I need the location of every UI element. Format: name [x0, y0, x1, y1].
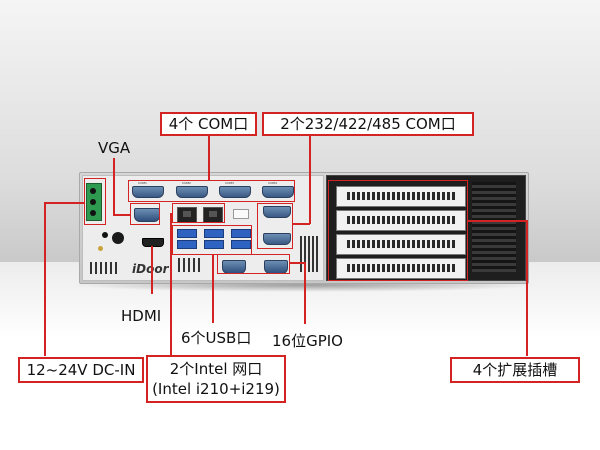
lan-label-line2: (Intel i210+i219) — [152, 380, 280, 398]
usb-highlight — [172, 225, 252, 255]
rs-com-leader-h — [293, 223, 310, 225]
com-port-2 — [176, 186, 208, 198]
dcin-leader-h — [44, 202, 85, 204]
com-port-3 — [219, 186, 251, 198]
com-port-1 — [132, 186, 164, 198]
hdmi-label: HDMI — [121, 307, 162, 325]
vent-right — [300, 236, 318, 272]
expansion-leader-v — [526, 220, 528, 356]
vga-leader-h — [113, 214, 131, 216]
backdrop-floor — [0, 262, 600, 450]
vga-leader-v — [113, 158, 115, 215]
hdmi-leader — [151, 246, 153, 294]
usb-port — [177, 240, 197, 249]
silk-com4: COM4 — [268, 181, 277, 185]
switch-hole — [102, 232, 108, 238]
vga-highlight — [130, 203, 160, 225]
gpio-leader-h — [290, 262, 305, 264]
usb-port — [177, 229, 197, 238]
expansion-slot-3 — [336, 234, 466, 255]
vga-label: VGA — [98, 139, 131, 157]
dcin-leader-v — [44, 202, 46, 356]
hdmi-port — [142, 238, 164, 247]
expansion-slot-2 — [336, 210, 466, 231]
lan-label: 2个Intel 网口 (Intel i210+i219) — [146, 355, 286, 403]
com-port-4 — [262, 186, 294, 198]
rs-com-leader-v — [309, 134, 311, 224]
expansion-leader-h — [468, 220, 527, 222]
lan-label-line1: 2个Intel 网口 — [169, 360, 263, 378]
gpio-leader-v — [304, 262, 306, 324]
com-leader — [208, 134, 210, 180]
rs-com-port-1 — [263, 206, 291, 218]
lan-highlight — [172, 203, 225, 223]
expansion-highlight — [328, 180, 468, 281]
rs-com-label: 2个232/422/485 COM口 — [262, 112, 474, 136]
expansion-slot-1 — [336, 186, 466, 207]
dcin-highlight — [84, 178, 106, 225]
dcin-label: 12~24V DC-IN — [18, 357, 144, 383]
vent-left — [90, 262, 120, 274]
dc-in-terminal — [86, 183, 102, 221]
com-highlight — [128, 180, 295, 202]
gpio-highlight — [217, 254, 290, 274]
led-indicator — [98, 246, 103, 251]
usb-port — [204, 229, 224, 238]
usb-label: 6个USB口 — [181, 329, 252, 347]
silk-com1: COM1 — [138, 181, 147, 185]
silk-com2: COM2 — [182, 181, 191, 185]
silk-com3: COM3 — [225, 181, 234, 185]
usb-leader — [212, 255, 214, 323]
usb-port — [231, 229, 251, 238]
rs-com-highlight — [257, 203, 293, 249]
brand-logo: iDoor — [132, 262, 168, 276]
expansion-slot-4 — [336, 258, 466, 279]
vent-middle — [178, 258, 202, 272]
power-button — [112, 232, 124, 244]
rs-com-port-2 — [263, 233, 291, 245]
port-cover — [233, 209, 249, 219]
fan-grille — [472, 182, 516, 272]
com-label: 4个 COM口 — [160, 112, 257, 136]
usb-port — [231, 240, 251, 249]
expansion-label: 4个扩展插槽 — [450, 357, 580, 383]
usb-port — [204, 240, 224, 249]
lan-leader — [170, 213, 172, 355]
gpio-label: 16位GPIO — [272, 332, 343, 350]
